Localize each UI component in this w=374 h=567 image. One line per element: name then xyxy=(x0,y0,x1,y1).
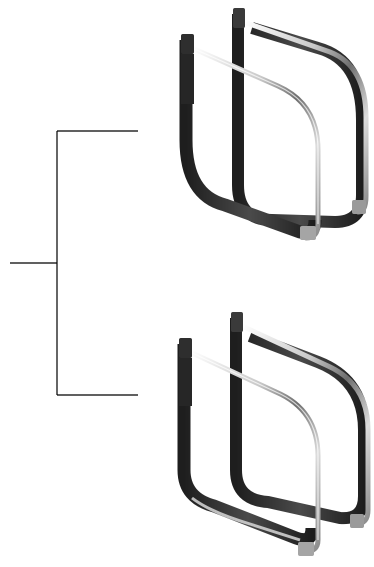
frame-pair-bottom xyxy=(179,312,368,556)
front-frame-top xyxy=(181,34,318,240)
bracket-connector xyxy=(10,131,138,395)
front-frame-bottom xyxy=(179,338,318,556)
frame-pair-top xyxy=(181,8,366,240)
rear-frame-bottom xyxy=(231,312,368,528)
rear-frame-top xyxy=(233,8,366,222)
